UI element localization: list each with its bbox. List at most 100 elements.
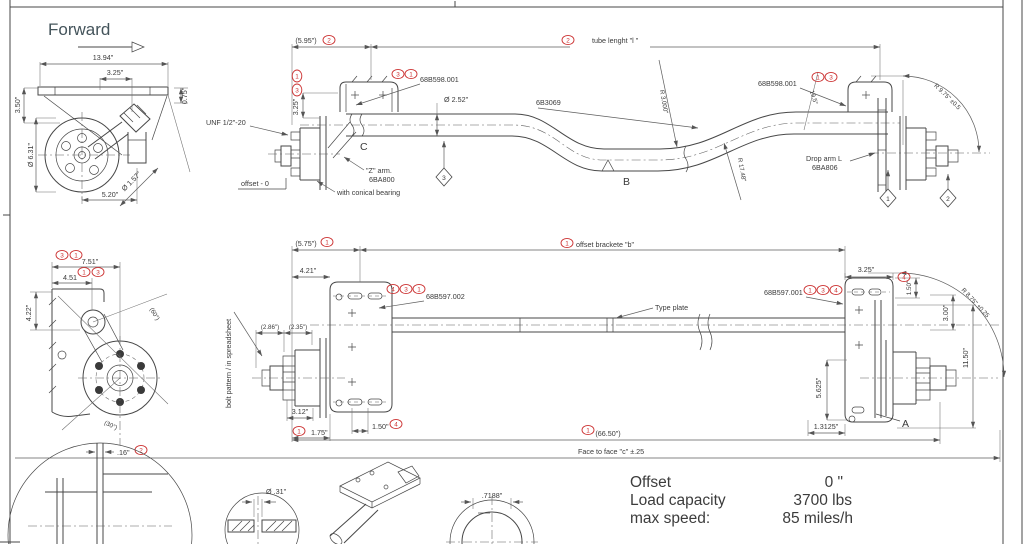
svg-text:3: 3 xyxy=(60,253,64,260)
dim-swing-arc-mid: R 8.75" ±0.25 xyxy=(960,287,991,320)
balloon: 1 xyxy=(77,266,91,278)
dim-3-25-mid: 3.25" xyxy=(858,265,875,274)
isometric-bracket-detail xyxy=(329,461,421,544)
balloon: 1 xyxy=(581,424,595,436)
balloon: 1 xyxy=(292,425,306,437)
dim-66-50: (66.50") xyxy=(595,429,620,438)
svg-text:1: 1 xyxy=(808,288,812,295)
svg-text:1: 1 xyxy=(325,240,329,247)
label-face-to-face: Face to face "c" ±.25 xyxy=(578,447,644,456)
label-type-plate: Type plate xyxy=(655,303,688,312)
hole-detail-circle: Ø .31" xyxy=(224,487,300,544)
diamond-flag-1: 1 xyxy=(879,170,897,208)
balloon: 3 xyxy=(391,68,405,80)
dim-5-625: 5.625" xyxy=(814,377,823,398)
part-bracket-right-mid: 68B597.001 xyxy=(764,288,803,297)
balloon: 3 xyxy=(55,249,69,261)
label-thread: UNF 1/2"-20 xyxy=(206,118,246,127)
balloon: 4 xyxy=(389,418,403,430)
flange-bore-detail: .7188" xyxy=(446,491,538,544)
balloon: 3 xyxy=(824,71,838,83)
dim-4-22: 4.22" xyxy=(24,304,33,321)
part-bracket-right: 68B598.001 xyxy=(758,79,797,88)
svg-text:1: 1 xyxy=(82,270,86,277)
dim-1-57: Ø 1.57" xyxy=(120,169,144,193)
section-label-a: A xyxy=(902,418,909,430)
spec-block: Offset 0 " Load capacity 3700 lbs max sp… xyxy=(630,474,853,527)
svg-text:1: 1 xyxy=(74,253,78,260)
mid-axle-view: Type plate R 8.75" ±0.25 (5.75") offset … xyxy=(15,236,1007,462)
balloon: 1 xyxy=(412,283,426,295)
balloon: 3 xyxy=(291,83,303,97)
svg-text:3: 3 xyxy=(821,288,825,295)
svg-text:3: 3 xyxy=(442,175,446,182)
svg-text:4: 4 xyxy=(902,275,906,282)
svg-text:1: 1 xyxy=(417,287,421,294)
dim-3-25-v: 3.25" xyxy=(291,98,300,115)
section-detail-circle xyxy=(7,442,193,544)
balloon: 2 xyxy=(561,34,575,46)
svg-text:4: 4 xyxy=(391,287,395,294)
balloon: 1 xyxy=(560,237,574,249)
dim-4-21: 4.21" xyxy=(300,266,317,275)
dim-3-50: 3.50" xyxy=(13,96,22,113)
dim-swing-arc-top: R 9.75" ±0.5 xyxy=(932,83,962,112)
balloon: 4 xyxy=(829,284,843,296)
dim-5-75: (5.75") xyxy=(295,239,316,248)
svg-text:1: 1 xyxy=(586,428,590,435)
balloon: 1 xyxy=(69,249,83,261)
svg-text:1: 1 xyxy=(409,72,413,79)
label-bearing: with conical bearing xyxy=(336,188,400,197)
label-z-arm-pn: 6BA800 xyxy=(369,175,395,184)
dim-5-20: 5.20" xyxy=(102,190,119,199)
dim-bore: .7188" xyxy=(482,491,503,500)
balloon: 4 xyxy=(386,283,400,295)
part-bracket-left-mid: 68B597.002 xyxy=(426,292,465,301)
svg-text:3: 3 xyxy=(295,88,299,95)
balloon: 1 xyxy=(811,71,825,83)
diamond-flag-3: 3 xyxy=(435,141,453,187)
dim-13-94: 13.94" xyxy=(93,53,114,62)
svg-text:1: 1 xyxy=(816,75,820,82)
spec-load-label: Load capacity xyxy=(630,492,726,509)
svg-text:3: 3 xyxy=(829,75,833,82)
bottom-left-face-view: (60°) (30°) 7.51" 4.51 4.22" .16" 3 1 1 … xyxy=(24,249,169,457)
spec-speed-label: max speed: xyxy=(630,510,710,527)
spec-offset-value: 0 " xyxy=(825,474,843,491)
balloon: 4 xyxy=(897,271,911,283)
balloon: 2 xyxy=(322,34,336,46)
dim-1-3125: 1.3125" xyxy=(814,422,839,431)
spec-offset-label: Offset xyxy=(630,474,672,491)
detail-views: Ø .31" .7188" xyxy=(7,442,538,544)
balloon: 1 xyxy=(803,284,817,296)
label-offset-0: offset - 0 xyxy=(241,179,269,188)
dim-tube-length: tube lenght "l " xyxy=(592,36,639,45)
svg-text:1: 1 xyxy=(295,74,299,81)
spec-load-value: 3700 lbs xyxy=(793,492,852,509)
svg-text:3: 3 xyxy=(96,270,100,277)
svg-text:4: 4 xyxy=(394,422,398,429)
dim-5-95: (5.95") xyxy=(295,36,316,45)
dim-4-51: 4.51 xyxy=(63,273,77,282)
dim-2-86: (2.86") xyxy=(261,324,279,331)
dim-0-75: 0.75" xyxy=(180,87,189,104)
diamond-flag-2: 2 xyxy=(939,174,957,208)
forward-label: Forward xyxy=(48,20,110,39)
dim-drop-angle: 19.5° xyxy=(808,90,819,106)
dim-2-35: (2.35") xyxy=(289,324,307,331)
forward-arrow-icon xyxy=(78,41,145,53)
svg-text:2: 2 xyxy=(139,448,143,455)
dim-16: .16" xyxy=(117,448,130,457)
label-drop-arm-pn: 6BA806 xyxy=(812,163,838,172)
svg-text:2: 2 xyxy=(946,196,950,203)
dim-6-31: Ø 6.31" xyxy=(26,142,35,167)
svg-text:3: 3 xyxy=(396,72,400,79)
top-left-side-view: Forward 13.94" 3.25" 3.50" 0.75" Ø 6.31"… xyxy=(13,20,191,207)
balloon: 3 xyxy=(816,284,830,296)
label-bolt-pattern: bolt pattern / in spreadsheet xyxy=(224,319,233,408)
spec-speed-value: 85 miles/h xyxy=(782,510,853,527)
balloon: 2 xyxy=(134,444,148,456)
dim-1-50-left: 1.50" xyxy=(372,422,389,431)
balloon: 3 xyxy=(91,266,105,278)
